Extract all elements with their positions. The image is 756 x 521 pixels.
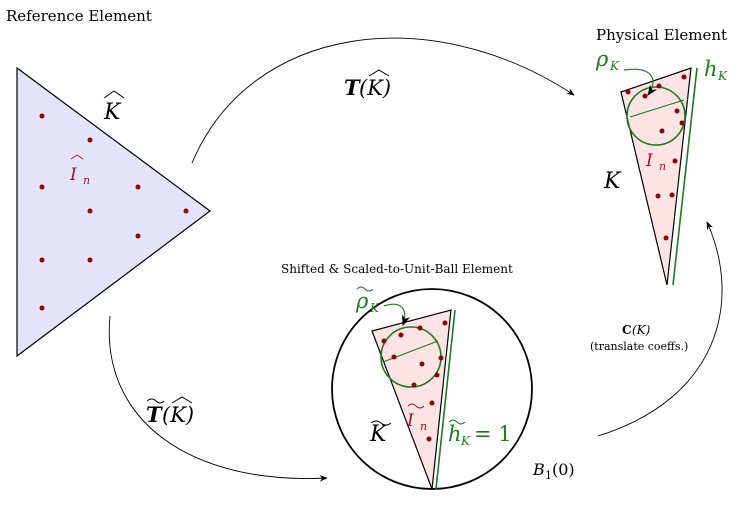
reference-node: [183, 208, 189, 214]
rho-tilde-label: ρ K: [355, 286, 380, 315]
physical-node: [669, 192, 675, 198]
svg-text:n: n: [420, 420, 427, 433]
rho-label: ρ K: [595, 47, 620, 73]
map-arrow-T-tilde: [108, 315, 328, 482]
physical-node: [659, 128, 665, 134]
shifted-node: [426, 436, 432, 442]
svg-text:n: n: [83, 174, 90, 187]
map-T-tilde-label: T (K): [146, 396, 194, 427]
svg-text:K: K: [460, 434, 471, 448]
reference-node: [39, 184, 45, 190]
shifted-nodes: [381, 320, 448, 442]
svg-text:T: T: [146, 402, 163, 427]
physical-node: [625, 89, 631, 95]
coefficient-label: C (K): [622, 323, 651, 337]
physical-node: [672, 158, 678, 164]
reference-nodes-label: I n: [69, 154, 90, 187]
physical-node: [681, 74, 687, 80]
physical-node: [663, 235, 669, 241]
physical-nodes: [625, 74, 687, 241]
reference-node: [135, 233, 141, 239]
svg-text:(K): (K): [632, 323, 651, 337]
shifted-diameter-line: [435, 309, 456, 490]
map-arrow-T: [191, 37, 575, 164]
reference-node: [87, 208, 93, 214]
map-T-label: T (K): [344, 69, 391, 100]
shifted-nodes-label: I n: [406, 403, 427, 433]
shifted-node: [438, 355, 444, 361]
shifted-node: [391, 354, 397, 360]
svg-text:K: K: [717, 69, 728, 83]
shifted-node: [429, 400, 435, 406]
svg-text:K: K: [369, 422, 388, 447]
reference-nodes: [39, 113, 189, 311]
coefficient-note: (translate coeffs.): [590, 340, 688, 353]
reference-node: [87, 257, 93, 263]
physical-node: [655, 193, 661, 199]
physical-inradius-segment: [629, 99, 685, 118]
reference-triangle: [16, 66, 212, 358]
physical-nodes-label: I n: [645, 151, 666, 173]
reference-node: [39, 113, 45, 119]
map-arrow-coefficients: [597, 221, 723, 437]
svg-text:C: C: [622, 323, 632, 337]
physical-node: [642, 93, 648, 99]
svg-text:1: 1: [545, 469, 552, 482]
physical-node: [656, 83, 662, 89]
svg-text:I: I: [406, 411, 414, 431]
shifted-node: [417, 325, 423, 331]
shifted-node: [411, 382, 417, 388]
physical-node: [674, 108, 680, 114]
shifted-node: [398, 332, 404, 338]
svg-text:(K): (K): [359, 76, 391, 100]
svg-text:I: I: [645, 151, 653, 171]
physical-element-title: Physical Element: [596, 26, 727, 44]
svg-text:= 1: = 1: [474, 422, 512, 446]
svg-text:h: h: [704, 57, 718, 81]
physical-node: [679, 120, 685, 126]
shifted-element-title: Shifted & Scaled-to-Unit-Ball Element: [281, 262, 513, 276]
svg-text:K: K: [103, 100, 122, 125]
svg-text:(0): (0): [552, 460, 575, 479]
physical-triangle: [620, 67, 692, 286]
svg-text:K: K: [369, 301, 380, 315]
shifted-node: [434, 372, 440, 378]
physical-diameter-line: [672, 67, 698, 286]
svg-text:ρ: ρ: [355, 289, 369, 313]
physical-rho-pointer: [623, 68, 658, 96]
reference-node: [135, 184, 141, 190]
reference-element-label: K: [103, 90, 125, 125]
svg-text:(K): (K): [162, 403, 194, 427]
unit-ball-label: B 1 (0): [532, 460, 575, 482]
shifted-triangle: [371, 309, 452, 490]
svg-text:K: K: [609, 59, 620, 73]
h-label: h K: [704, 57, 728, 83]
svg-text:n: n: [659, 160, 666, 173]
shifted-node: [442, 320, 448, 326]
h-tilde-label: h K = 1: [448, 419, 512, 448]
svg-text:h: h: [448, 422, 462, 446]
reference-node: [39, 257, 45, 263]
svg-text:I: I: [69, 165, 77, 185]
shifted-rho-pointer: [383, 303, 411, 327]
reference-node: [39, 305, 45, 311]
reference-element-title: Reference Element: [6, 7, 152, 25]
svg-text:ρ: ρ: [595, 47, 609, 71]
shifted-node: [419, 361, 425, 367]
svg-text:B: B: [532, 460, 545, 479]
physical-element-label: K: [603, 169, 622, 194]
shifted-node: [381, 338, 387, 344]
svg-text:T: T: [344, 75, 361, 100]
shifted-element-label: K: [369, 420, 392, 447]
reference-node: [87, 137, 93, 143]
